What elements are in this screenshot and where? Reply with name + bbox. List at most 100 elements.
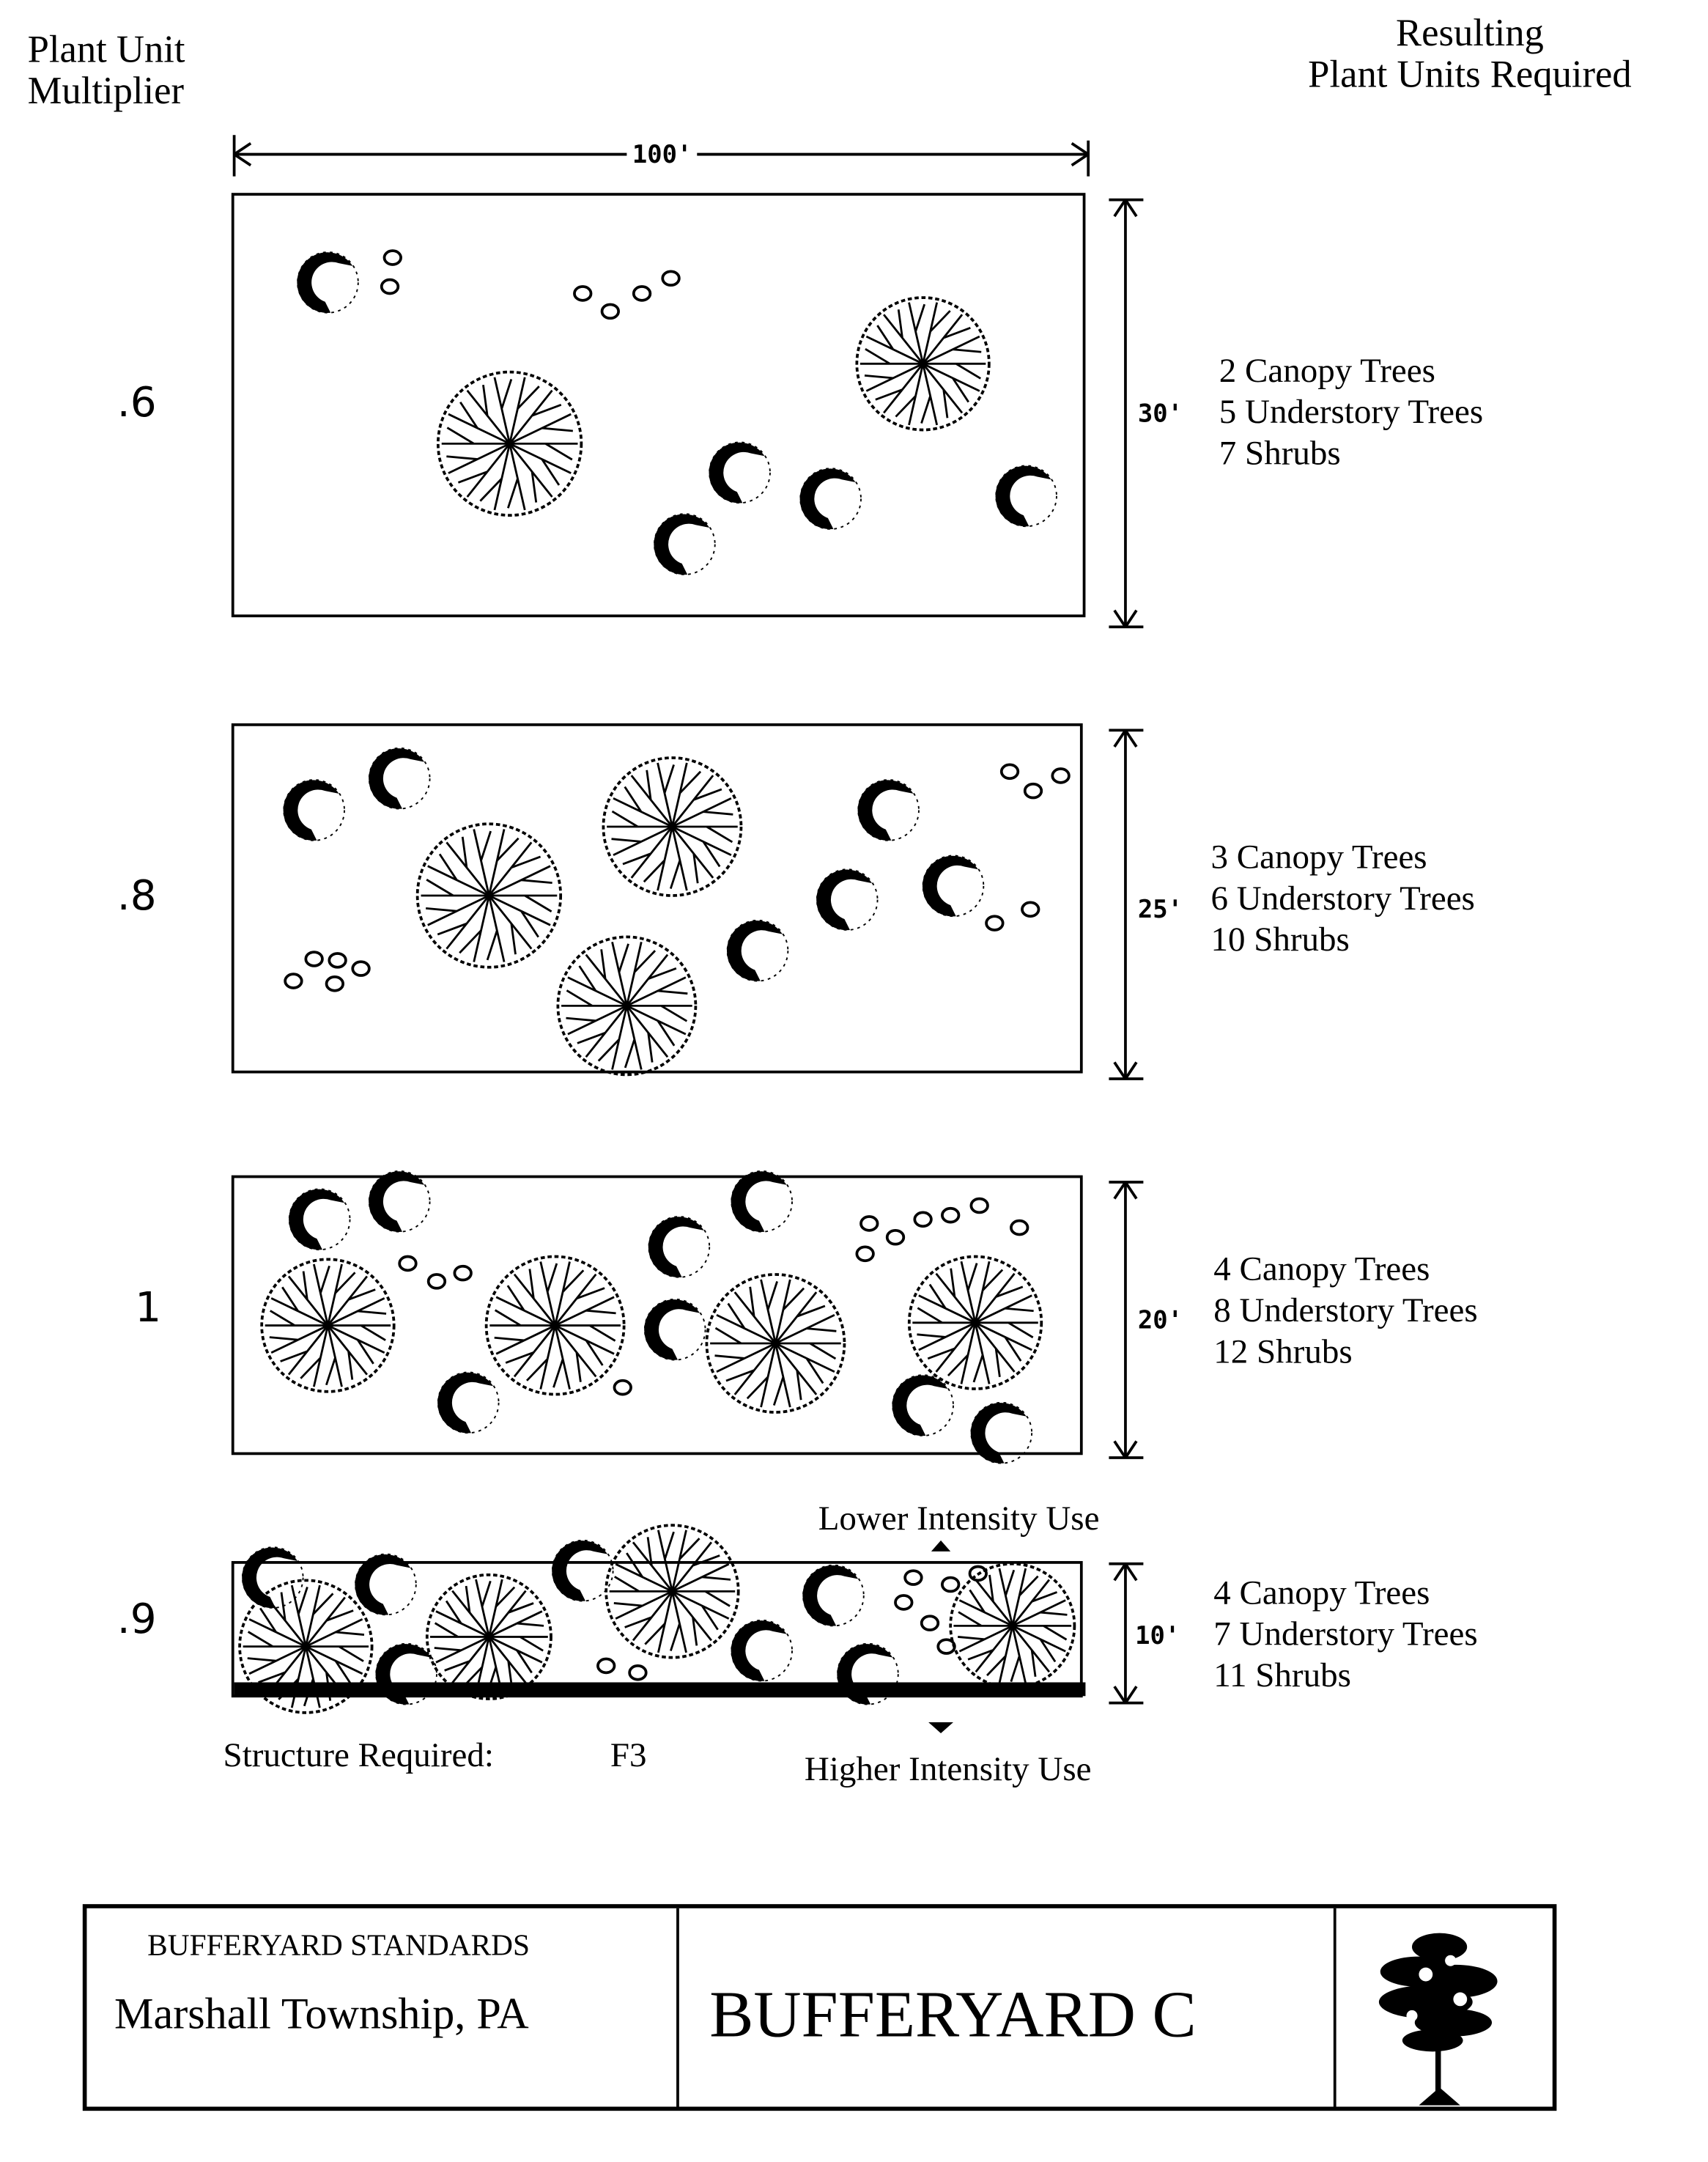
canopy-tree-icon [415, 822, 563, 969]
canopy-tree-icon [238, 1579, 374, 1714]
shrub-count: 10 Shrubs [1210, 921, 1350, 959]
header-left: Plant Unit Multiplier [27, 29, 185, 114]
canopy-tree-icon [484, 1255, 626, 1396]
shrub-icon [885, 1228, 906, 1246]
understory-tree-icon [297, 251, 359, 314]
requirements-2: 3 Canopy Trees 6 Understory Trees 10 Shr… [1211, 838, 1475, 962]
higher-intensity-label: Higher Intensity Use [804, 1751, 1092, 1789]
understory-count: 7 Understory Trees [1213, 1616, 1478, 1653]
understory-tree-icon [648, 1216, 711, 1278]
multiplier-3: 1 [135, 1284, 162, 1332]
canopy-count: 2 Canopy Trees [1219, 353, 1435, 391]
understory-tree-icon [368, 1170, 431, 1233]
bufferyard-panel-1 [231, 193, 1086, 618]
canopy-tree-icon [949, 1562, 1076, 1689]
understory-tree-icon [837, 1642, 899, 1705]
header-right-line1: Resulting [1396, 12, 1544, 56]
shrub-icon [941, 1576, 961, 1593]
understory-count: 6 Understory Trees [1210, 880, 1475, 918]
shrub-icon [304, 951, 324, 967]
shrub-icon [941, 1206, 961, 1224]
shrub-icon [573, 285, 593, 302]
shrub-icon [1023, 782, 1043, 800]
shrub-icon [453, 1264, 473, 1282]
understory-tree-icon [654, 513, 716, 575]
title-main: BUFFERYARD C [709, 1978, 1197, 2052]
shrub-count: 7 Shrubs [1219, 435, 1341, 473]
understory-tree-icon [355, 1553, 417, 1616]
canopy-tree-icon [260, 1258, 396, 1393]
shrub-icon [661, 270, 681, 287]
shrub-icon [613, 1379, 632, 1396]
shrub-icon [855, 1245, 875, 1263]
understory-tree-icon [731, 1619, 793, 1682]
header-left-line1: Plant Unit [27, 29, 185, 72]
understory-tree-icon [970, 1401, 1033, 1464]
header-left-line2: Multiplier [27, 70, 185, 114]
understory-tree-icon [241, 1546, 304, 1609]
shrub-icon [632, 285, 652, 302]
canopy-tree-icon [605, 1524, 740, 1659]
shrub-icon [985, 915, 1005, 931]
width-dimension: 100' [626, 140, 698, 170]
understory-tree-icon [922, 855, 985, 918]
header-right-line2: Plant Units Required [1308, 54, 1632, 97]
shrub-icon [426, 1273, 447, 1290]
understory-tree-icon [709, 441, 771, 504]
understory-tree-icon [288, 1188, 351, 1251]
depth-1: 30' [1137, 399, 1183, 429]
multiplier-4: .9 [117, 1595, 157, 1644]
understory-tree-icon [551, 1539, 614, 1602]
shrub-icon [968, 1565, 988, 1582]
understory-tree-icon [643, 1298, 706, 1361]
structure-value: F3 [610, 1737, 647, 1775]
canopy-tree-icon [602, 756, 743, 897]
shrub-icon [969, 1197, 989, 1214]
tree-icon [1378, 1933, 1498, 2106]
canopy-count: 4 Canopy Trees [1213, 1251, 1430, 1288]
understory-tree-icon [726, 919, 789, 982]
understory-tree-icon [995, 465, 1057, 528]
shrub-icon [351, 960, 371, 977]
bufferyard-panel-2 [231, 723, 1083, 1074]
bufferyard-panel-3 [231, 1175, 1083, 1456]
canopy-count: 4 Canopy Trees [1213, 1574, 1430, 1612]
shrub-icon [1021, 901, 1040, 918]
shrub-icon [1051, 767, 1071, 784]
understory-tree-icon [731, 1170, 793, 1233]
understory-tree-icon [802, 1564, 865, 1627]
requirements-3: 4 Canopy Trees 8 Understory Trees 12 Shr… [1213, 1250, 1477, 1373]
shrub-icon [903, 1569, 923, 1586]
understory-tree-icon [375, 1642, 437, 1705]
depth-2: 25' [1137, 896, 1183, 925]
shrub-icon [596, 1657, 616, 1675]
shrub-icon [398, 1255, 418, 1272]
multiplier-1: .6 [117, 379, 157, 427]
canopy-tree-icon [556, 935, 698, 1077]
shrub-count: 12 Shrubs [1213, 1333, 1353, 1371]
understory-count: 8 Understory Trees [1213, 1292, 1478, 1330]
shrub-icon [913, 1211, 933, 1228]
shrub-icon [1010, 1219, 1029, 1236]
canopy-tree-icon [907, 1255, 1043, 1390]
shrub-icon [920, 1615, 940, 1631]
canopy-tree-icon [855, 296, 991, 432]
title-block: BUFFERYARD STANDARDS Marshall Township, … [82, 1904, 1557, 2111]
shrub-icon [859, 1215, 879, 1232]
title-municipality: Marshall Township, PA [114, 1988, 529, 2038]
canopy-tree-icon [436, 370, 583, 517]
understory-count: 5 Understory Trees [1219, 394, 1484, 432]
understory-tree-icon [816, 868, 879, 931]
depth-3: 20' [1137, 1306, 1183, 1335]
shrub-icon [380, 278, 400, 295]
shrub-icon [325, 975, 344, 992]
multiplier-2: .8 [117, 872, 157, 920]
shrub-icon [999, 763, 1020, 781]
understory-tree-icon [799, 468, 862, 530]
shrub-icon [600, 303, 620, 320]
canopy-tree-icon [425, 1573, 552, 1700]
bufferyard-panel-4 [231, 1561, 1083, 1698]
shrub-icon [328, 952, 347, 969]
